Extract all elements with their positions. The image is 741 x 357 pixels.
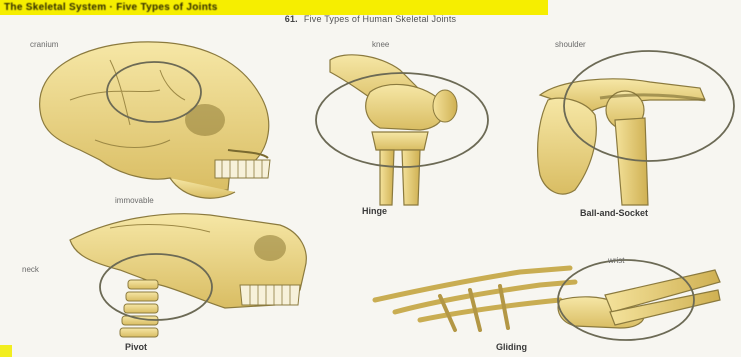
immovable-caption: immovable [115,196,154,205]
gliding-caption: Gliding [496,342,527,352]
neck-illustration [70,214,306,337]
ball-and-socket-caption: Ball-and-Socket [580,208,648,218]
shoulder-label: shoulder [555,40,586,49]
hinge-caption: Hinge [362,206,387,216]
skull-illustration [40,42,270,198]
cranium-label: cranium [30,40,58,49]
knee-label: knee [372,40,389,49]
wrist-label: wrist [608,256,624,265]
wrist-illustration [375,268,720,330]
corner-highlight-mark [0,345,12,357]
pivot-caption: Pivot [125,342,147,352]
neck-label: neck [22,265,39,274]
shoulder-illustration [538,79,705,205]
